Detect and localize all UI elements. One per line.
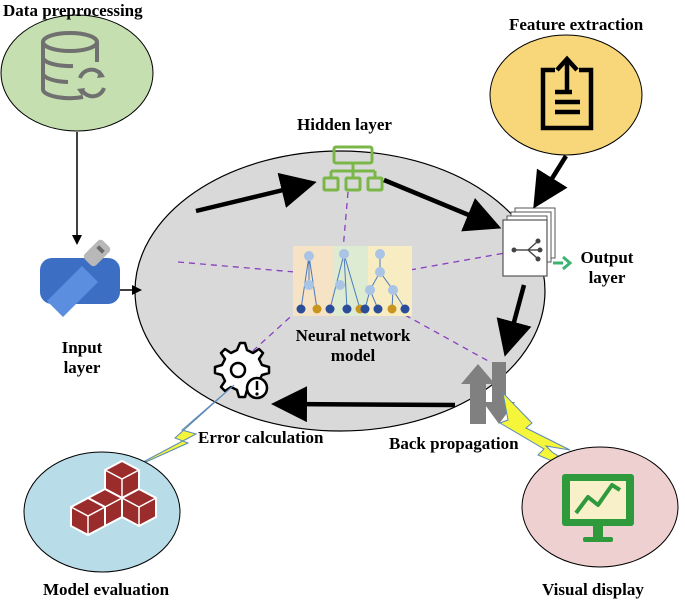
feature-extraction-label: Feature extraction <box>509 15 644 34</box>
dashed-connectors <box>177 191 506 363</box>
hidden-layer-label: Hidden layer <box>297 115 392 134</box>
error-calculation-label: Error calculation <box>198 428 324 447</box>
visual-display-label: Visual display <box>542 580 644 599</box>
input-layer-label-line1: Input <box>61 338 103 357</box>
visual-display-node <box>521 446 679 568</box>
output-layer-label: Output layer <box>572 248 642 288</box>
output-layer-label-line2: layer <box>588 268 626 287</box>
model-evaluation-label: Model evaluation <box>43 580 170 599</box>
output-layer-label-line1: Output <box>580 248 634 267</box>
monitor-chart-icon <box>562 474 634 542</box>
neural-network-icon <box>293 246 412 316</box>
feature-extraction-node <box>489 34 643 156</box>
thin-arrows <box>72 132 142 295</box>
model-evaluation-node <box>23 451 181 573</box>
neural-network-model-label: Neural network model <box>283 326 423 366</box>
back-propagation-label: Back propagation <box>389 434 519 453</box>
data-preprocessing-node <box>0 14 154 132</box>
input-layer-label: Input layer <box>52 338 112 378</box>
stacked-pages-share-icon <box>502 207 573 277</box>
flow-arrows <box>195 154 568 423</box>
clipboard-upload-icon <box>540 55 594 131</box>
input-layer-label-line2: layer <box>63 358 101 377</box>
usb-drive-icon <box>40 239 120 317</box>
nn-model-label-line2: model <box>330 346 376 365</box>
data-preprocessing-label: Data preprocessing <box>3 1 143 20</box>
nn-model-label-line1: Neural network <box>295 326 411 345</box>
hierarchy-icon <box>322 145 384 192</box>
gear-alert-icon <box>213 341 271 400</box>
